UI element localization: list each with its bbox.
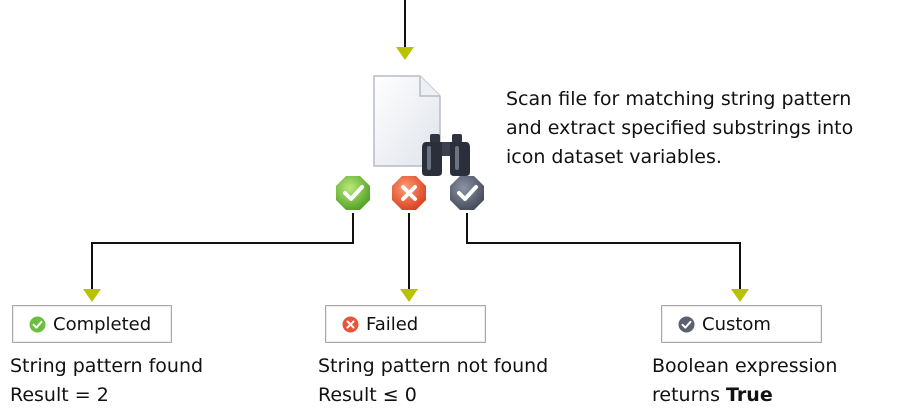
action-description: Scan file for matching string pattern an… (506, 85, 901, 172)
note-text: returns (652, 384, 727, 406)
note-line: Boolean expression (652, 355, 838, 377)
completed-branch-note: String pattern found Result = 2 (10, 352, 203, 410)
description-line: icon dataset variables. (506, 146, 722, 168)
custom-connector-line (466, 213, 741, 290)
failed-port-icon[interactable] (391, 175, 427, 211)
custom-branch-note: Boolean expression returns True (652, 352, 837, 410)
custom-port-icon[interactable] (449, 175, 485, 211)
description-line: and extract specified substrings into (506, 117, 854, 139)
note-line: Result ≤ 0 (318, 384, 417, 406)
completed-branch-label: Completed (53, 313, 152, 335)
completed-arrowhead (83, 289, 101, 302)
failed-arrowhead (400, 289, 418, 302)
custom-branch-label: Custom (702, 313, 771, 335)
check-octagon-icon (678, 316, 695, 333)
note-line: String pattern found (10, 355, 204, 377)
failed-branch-note: String pattern not found Result ≤ 0 (318, 352, 548, 410)
completed-connector-line (91, 213, 354, 290)
note-line: Result = 2 (10, 384, 109, 406)
failed-branch-box[interactable]: Failed (325, 305, 486, 343)
custom-arrowhead (731, 289, 749, 302)
x-circle-icon (342, 316, 359, 333)
note-emphasis: True (726, 384, 773, 406)
custom-branch-box[interactable]: Custom (661, 305, 822, 343)
description-line: Scan file for matching string pattern (506, 88, 852, 110)
completed-branch-box[interactable]: Completed (12, 305, 172, 343)
check-circle-icon (29, 316, 46, 333)
incoming-arrowhead (396, 47, 414, 60)
completed-port-icon[interactable] (335, 175, 371, 211)
failed-branch-label: Failed (366, 313, 419, 335)
note-line: String pattern not found (318, 355, 549, 377)
binoculars-icon (420, 132, 472, 178)
note-line: returns True (652, 381, 837, 410)
